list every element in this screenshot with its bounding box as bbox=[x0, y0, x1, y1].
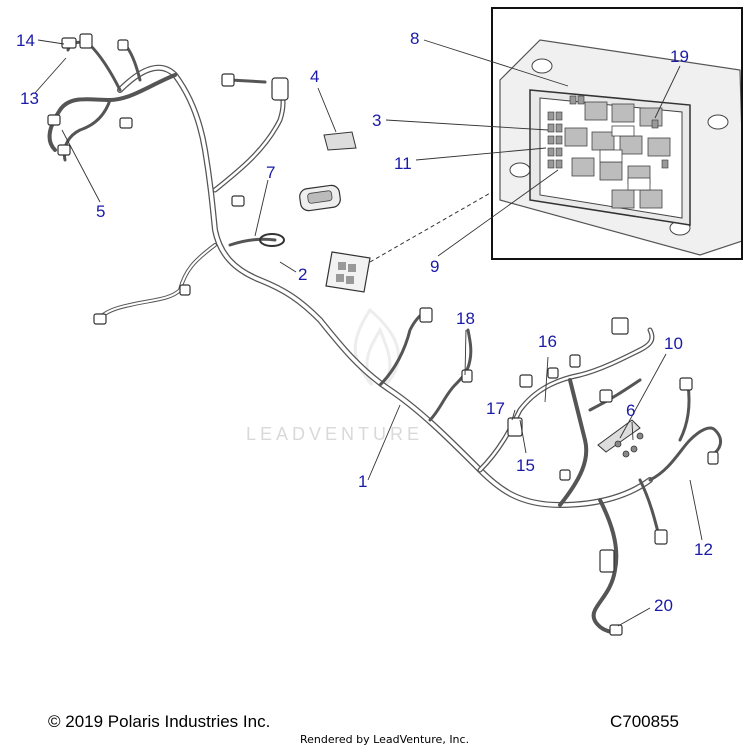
callout-16[interactable]: 16 bbox=[538, 332, 557, 351]
fuse-box-small bbox=[325, 251, 371, 293]
callout-10[interactable]: 10 bbox=[664, 334, 683, 353]
fuse-box-detail-inset bbox=[491, 7, 743, 260]
watermark-text: LEADVENTURE bbox=[246, 424, 424, 444]
callout-12[interactable]: 12 bbox=[694, 540, 713, 559]
rendered-by-text: Rendered by LeadVenture, Inc. bbox=[300, 733, 470, 746]
callout-19[interactable]: 19 bbox=[670, 47, 689, 66]
harness-connectors bbox=[47, 33, 719, 636]
callout-9[interactable]: 9 bbox=[430, 257, 440, 276]
detail-dashed-connector bbox=[369, 191, 493, 263]
ring-terminal bbox=[259, 233, 285, 247]
fastener-screws bbox=[614, 432, 644, 458]
callout-20[interactable]: 20 bbox=[654, 596, 673, 615]
diagram-code: C700855 bbox=[610, 712, 680, 731]
callout-1[interactable]: 1 bbox=[358, 472, 368, 491]
callout-18[interactable]: 18 bbox=[456, 309, 475, 328]
callout-6[interactable]: 6 bbox=[626, 401, 636, 420]
module-part bbox=[299, 184, 341, 212]
watermark-flame-logo bbox=[353, 307, 400, 387]
callout-15[interactable]: 15 bbox=[516, 456, 535, 475]
callout-13[interactable]: 13 bbox=[20, 89, 39, 108]
callout-8[interactable]: 8 bbox=[410, 29, 420, 48]
copyright-text: © 2019 Polaris Industries Inc. bbox=[48, 712, 271, 731]
mounting-bracket bbox=[597, 419, 641, 453]
callout-14[interactable]: 14 bbox=[16, 31, 35, 50]
callout-7[interactable]: 7 bbox=[266, 163, 276, 182]
leader-lines bbox=[34, 39, 703, 627]
callout-11[interactable]: 11 bbox=[394, 154, 412, 173]
callout-4[interactable]: 4 bbox=[310, 67, 320, 86]
callout-3[interactable]: 3 bbox=[372, 111, 382, 130]
callout-17[interactable]: 17 bbox=[486, 399, 505, 418]
callout-2[interactable]: 2 bbox=[298, 265, 308, 284]
harness-label-part bbox=[323, 131, 357, 151]
callout-5[interactable]: 5 bbox=[96, 202, 106, 221]
